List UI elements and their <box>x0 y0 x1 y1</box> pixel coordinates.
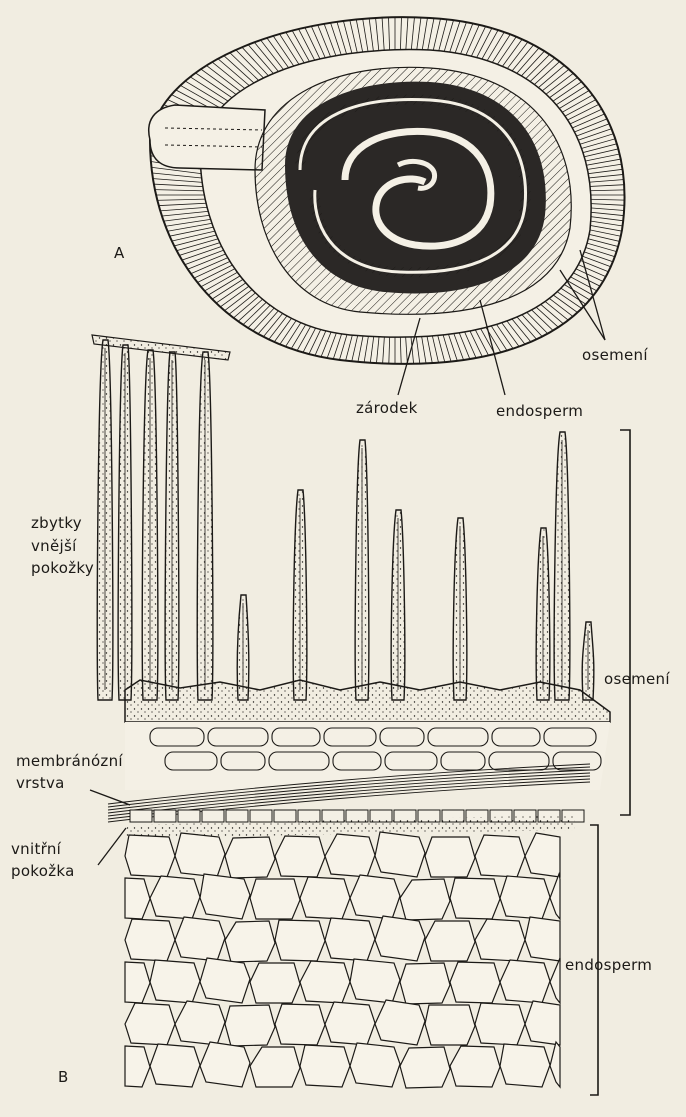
label-zbytky-2: vnější <box>31 537 77 556</box>
label-membranozni-2: vrstva <box>16 774 65 793</box>
label-vnitrni-1: vnitřní <box>11 840 61 859</box>
hilum <box>149 105 265 170</box>
bracket-osemeni <box>620 430 630 815</box>
panel-a-seed-section <box>75 0 686 455</box>
label-zbytky-1: zbytky <box>31 514 82 533</box>
label-zbytky-3: pokožky <box>31 559 94 578</box>
embryo <box>285 82 546 294</box>
label-vnitrni-2: pokožka <box>11 862 75 881</box>
panel-b-label: B <box>58 1068 69 1087</box>
outer-epidermis-base <box>125 680 610 722</box>
label-zarodek: zárodek <box>356 399 418 418</box>
panel-a-label: A <box>114 244 125 263</box>
panel-b-tissue <box>90 335 610 1088</box>
label-osemeni-b: osemení <box>604 670 670 689</box>
label-membranozni-1: membránózní <box>16 752 123 771</box>
label-endosperm-a: endosperm <box>496 402 583 421</box>
label-endosperm-b: endosperm <box>565 956 652 975</box>
label-osemeni-a: osemení <box>582 346 648 365</box>
